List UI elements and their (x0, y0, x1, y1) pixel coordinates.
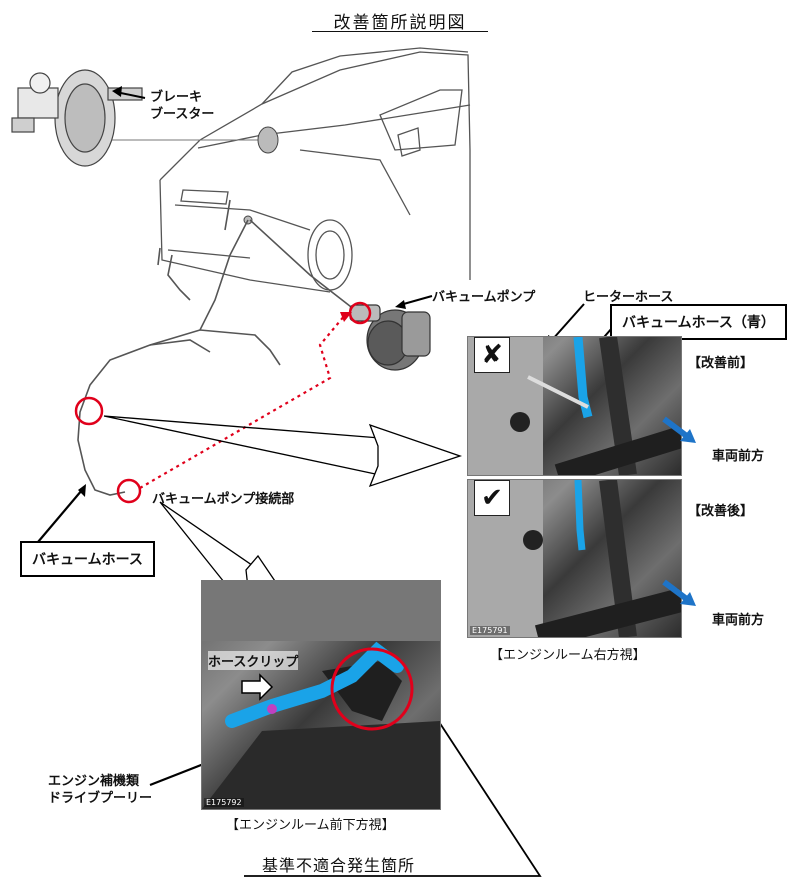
label-vehicle-front-2: 車両前方 (712, 613, 765, 628)
vacuum-hose-routing (77, 199, 356, 496)
label-heater-hose: ヒーターホース (583, 290, 674, 305)
hose-clip-marker (267, 704, 277, 714)
label-aux-pulley-2: ドライブプーリー (48, 791, 153, 806)
photo-code-right: E175791 (470, 626, 510, 635)
hose-clip-arrow-icon (241, 673, 274, 701)
label-vacuum-pump-connection: バキュームポンプ接続部 (152, 492, 295, 507)
photo-front-bottom-scene (202, 581, 440, 809)
caption-right-view: 【エンジンルーム右方視】 (490, 648, 646, 663)
booster-on-vehicle (243, 126, 279, 225)
label-vehicle-front-1: 車両前方 (712, 449, 765, 464)
title-underline (312, 31, 488, 32)
label-vacuum-hose: バキュームホース (20, 541, 155, 577)
label-vacuum-pump: バキュームポンプ (432, 290, 536, 305)
caption-front-bottom-view: 【エンジンルーム前下方視】 (226, 818, 395, 833)
vehicle-front-arrow-icon (662, 579, 696, 606)
label-after: 【改善後】 (688, 504, 754, 519)
blue-hose-before (573, 337, 593, 419)
blue-hose-bottom (225, 641, 404, 728)
before-x-icon: ✘ (474, 337, 510, 373)
label-brake-booster-1: ブレーキ (150, 90, 203, 105)
page-title: 改善箇所説明図 (333, 13, 467, 33)
vacuum-pump-drawing (349, 304, 431, 371)
vehicle-outline (159, 47, 471, 293)
label-before: 【改善前】 (688, 356, 754, 371)
vehicle-front-arrow-icon (662, 416, 696, 443)
photo-code-bottom: E175792 (204, 798, 244, 807)
blue-hose-after (574, 480, 586, 551)
photo-front-bottom: E175792 (201, 580, 441, 810)
brake-booster-drawing (11, 69, 143, 167)
label-vacuum-hose-blue: バキュームホース（青） (610, 304, 787, 340)
label-hose-clip: ホースクリップ (208, 651, 299, 670)
highlight-circle (330, 647, 414, 731)
label-nonconformity: 基準不適合発生箇所 (262, 856, 416, 875)
label-brake-booster-2: ブースター (150, 107, 215, 122)
label-aux-pulley-1: エンジン補機類 (48, 774, 140, 789)
after-check-icon: ✔ (474, 480, 510, 516)
